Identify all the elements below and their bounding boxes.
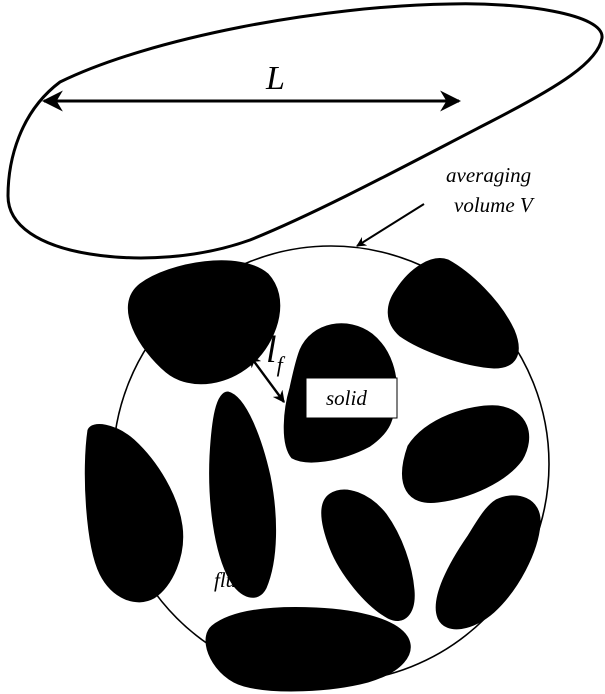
macroscopic-domain-outline [6,2,604,260]
averaging-volume-label-line1: averaging [446,163,531,187]
solid-particle [321,489,415,621]
pore-scale-arrow [249,355,285,403]
solid-particle [205,607,411,692]
solid-particle [435,495,541,630]
pore-scale-subscript: f [277,352,286,377]
solid-label: solid [326,386,367,410]
solid-particle [387,258,519,369]
averaging-volume-pointer-arrow [356,203,425,247]
pore-scale-symbol: l [266,329,277,371]
averaging-volume-label-line2: volume V [454,193,535,217]
solid-particle [402,405,530,503]
solid-particle [209,391,277,598]
fluid-label: fluid [214,568,253,592]
length-scale-label: L [265,60,285,97]
pore-scale-label: lf [266,329,286,377]
solid-particle [84,424,184,603]
solid-label-box [305,377,398,419]
